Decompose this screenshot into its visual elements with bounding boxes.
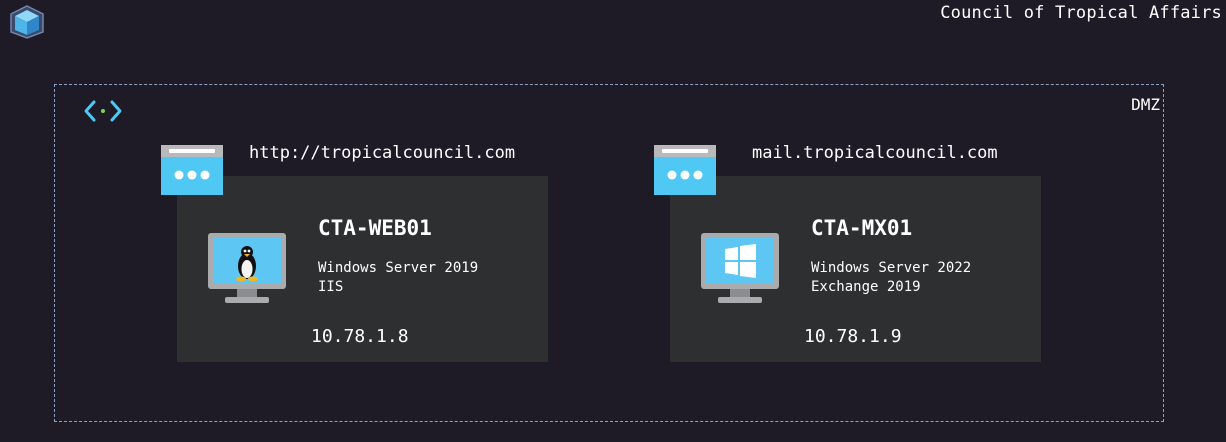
server-role: Exchange 2019 bbox=[811, 279, 921, 295]
server-role: IIS bbox=[318, 279, 344, 295]
server-ip-address: 10.78.1.8 bbox=[311, 326, 409, 347]
web-app-icon bbox=[654, 145, 716, 195]
dmz-zone-boundary bbox=[54, 84, 1164, 422]
server-os: Windows Server 2022 bbox=[811, 260, 972, 276]
organization-name: Council of Tropical Affairs bbox=[940, 3, 1222, 23]
azure-resource-cube-icon bbox=[10, 5, 44, 39]
web-app-icon bbox=[161, 145, 223, 195]
server-url[interactable]: mail.tropicalcouncil.com bbox=[752, 143, 998, 163]
server-url[interactable]: http://tropicalcouncil.com bbox=[249, 143, 516, 163]
server-ip-address: 10.78.1.9 bbox=[804, 326, 902, 347]
zone-label: DMZ bbox=[1131, 95, 1160, 114]
server-os: Windows Server 2019 bbox=[318, 260, 479, 276]
server-card-mx01[interactable]: CTA-MX01 Windows Server 2022 Exchange 20… bbox=[670, 176, 1041, 362]
server-card-web01[interactable]: CTA-WEB01 Windows Server 2019 IIS 10.78.… bbox=[177, 176, 548, 362]
server-hostname: CTA-MX01 bbox=[811, 216, 913, 240]
linux-vm-icon bbox=[208, 233, 286, 303]
windows-vm-icon bbox=[701, 233, 779, 303]
server-hostname: CTA-WEB01 bbox=[318, 216, 432, 240]
virtual-network-icon bbox=[84, 100, 122, 122]
